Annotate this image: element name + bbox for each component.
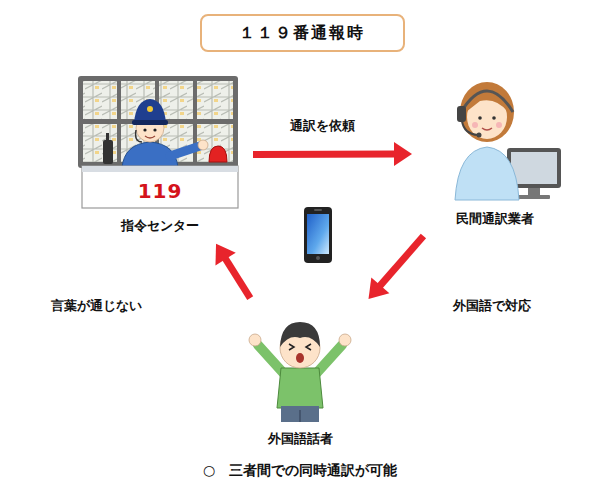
speaker-illustration-part (249, 334, 261, 346)
interpreter-illustration-part (511, 152, 557, 184)
dispatcher-illustration-part (147, 106, 153, 112)
flow-arrow (369, 236, 424, 299)
interpreter-illustration-part (496, 122, 502, 128)
interpreter-illustration-part (472, 122, 478, 128)
interpreter-illustration (455, 82, 561, 200)
speaker-illustration-part (296, 353, 304, 363)
phone-icon-part (307, 214, 329, 254)
actor-label: 指令センター (121, 218, 199, 234)
phone-icon-part (304, 207, 332, 263)
interpreter-illustration-part (455, 147, 519, 200)
dispatcher-illustration-part (145, 136, 155, 138)
dispatcher-illustration-part (153, 128, 156, 131)
speaker-illustration-part (277, 368, 323, 408)
dispatcher-illustration-part (82, 166, 238, 208)
interpreter-illustration-part (461, 91, 513, 112)
speaker-illustration-part (339, 334, 351, 346)
dispatcher-illustration-part (209, 146, 227, 162)
interpreter-illustration-part (528, 188, 540, 196)
title-box: １１９番通報時 (200, 14, 405, 52)
interpreter-illustration-part (492, 116, 496, 120)
desk-number: 119 (138, 179, 183, 203)
map-screen-part (197, 81, 233, 119)
dispatcher-illustration-part (82, 166, 238, 172)
arrow-label: 外国語で対応 (450, 296, 534, 316)
interpreter-illustration-part (477, 133, 482, 138)
interpreter-illustration-part (457, 106, 466, 122)
interpreter-illustration-part (478, 116, 482, 120)
interpreter-illustration-part (460, 82, 514, 142)
actor-label: 民間通訳業者 (456, 211, 534, 227)
dispatcher-illustration-part (143, 128, 146, 131)
interpreter-illustration-part (462, 121, 478, 135)
actor-label: 外国語話者 (268, 431, 333, 447)
phone-icon (304, 207, 332, 263)
dispatcher-illustration-part (132, 120, 168, 125)
dispatcher-illustration-part (136, 130, 142, 142)
title-text: １１９番通報時 (239, 23, 365, 43)
dispatcher-illustration-part (78, 76, 238, 168)
arrow-head (215, 244, 235, 266)
flow-arrow (253, 142, 412, 166)
map-screen-part (83, 81, 117, 119)
arrow-shaft (225, 258, 250, 298)
interpreter-illustration-part (518, 195, 550, 199)
interpreter-illustration-part (482, 128, 492, 130)
arrow-shaft (380, 236, 424, 286)
arrow-shaft (253, 151, 395, 158)
actor-node: 外国語話者 (232, 305, 368, 450)
speaker-illustration-part (280, 322, 320, 347)
dispatcher-illustration-part (103, 140, 113, 164)
actor-node: 民間通訳業者 (420, 78, 570, 230)
map-screen-part (197, 124, 233, 162)
dispatcher-illustration (78, 76, 238, 208)
actor-node: 指令センター (75, 72, 245, 237)
speaker-illustration-part (299, 410, 301, 422)
phone-icon-part (314, 209, 322, 211)
caption-text: ○ 三者間での同時通訳が可能 (203, 462, 397, 480)
arrow-label: 言葉が通じない (48, 296, 145, 316)
phone-icon-part (316, 256, 320, 260)
arrow-label: 通訳を依頼 (287, 116, 358, 136)
arrow-head (394, 142, 412, 166)
dispatcher-illustration-part (198, 140, 208, 150)
dispatcher-illustration-part (170, 146, 200, 156)
speaker-illustration-part (281, 406, 319, 422)
dispatcher-illustration-part (134, 99, 166, 123)
dispatcher-illustration-part (106, 133, 109, 141)
speaker-illustration (249, 322, 351, 422)
flow-arrow (215, 244, 250, 298)
arrow-head (369, 278, 390, 299)
speaker-illustration-part (289, 344, 311, 350)
